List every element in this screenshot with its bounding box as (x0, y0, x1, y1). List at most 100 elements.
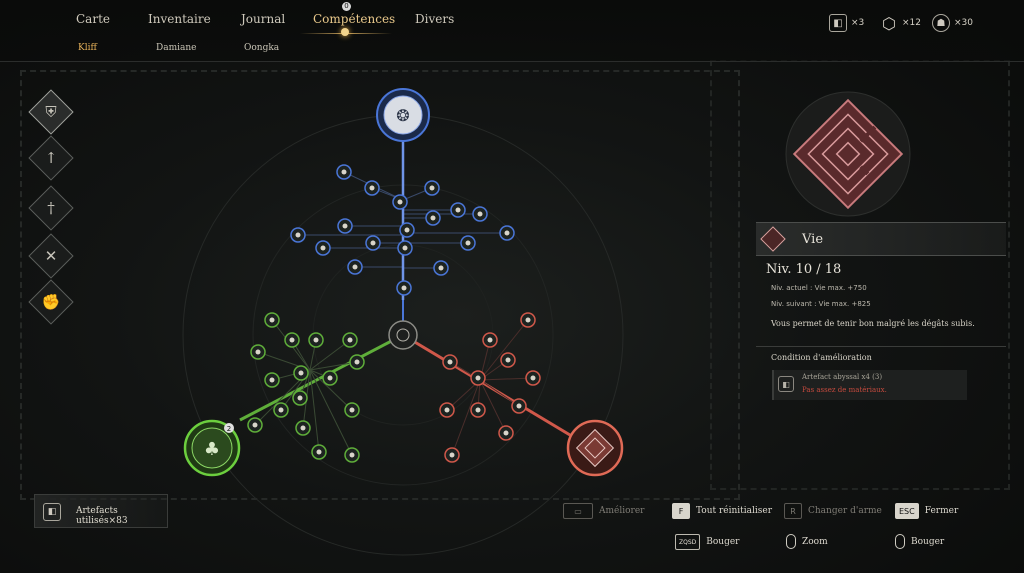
artefacts-used: ◧ Artefacts utilisés×83 (34, 494, 168, 528)
tab-competences[interactable]: Compétences (313, 12, 396, 26)
hint-bouger-mouse[interactable]: Bouger (895, 534, 944, 549)
mouse-wheel-icon (786, 534, 796, 549)
skill-level: Niv. 10 / 18 (766, 262, 842, 277)
skill-node-glyph (369, 185, 375, 191)
subtab-kliff[interactable]: Kliff (78, 43, 97, 53)
shield-icon: ⛨ (45, 103, 57, 121)
skill-node-glyph (278, 407, 284, 413)
skill-node-glyph (444, 407, 450, 413)
currency-count: ×30 (954, 18, 973, 28)
decorative-border (20, 70, 740, 500)
notification-badge: 0 (342, 2, 351, 11)
skill-node-glyph (455, 207, 461, 213)
hint-ameliorer[interactable]: ▭ Améliorer (563, 503, 644, 519)
artefacts-used-label: Artefacts utilisés×83 (76, 506, 128, 526)
currency-beast: ☗ ×30 (932, 14, 973, 32)
currency-cube: ⬡ ×12 (880, 14, 921, 33)
material-name: Artefact abyssal x4 (3) (802, 373, 883, 381)
currency-artefact: ◧ ×3 (829, 14, 864, 32)
skill-node-glyph (404, 227, 410, 233)
currency-count: ×12 (902, 18, 921, 28)
skill-node-glyph (297, 395, 303, 401)
hint-label: Bouger (706, 537, 740, 547)
artefact-icon: ◧ (829, 14, 847, 32)
skill-node-glyph (320, 245, 326, 251)
skill-node-glyph (505, 357, 511, 363)
top-navigation: Carte Inventaire Journal Compétences Div… (0, 0, 1024, 62)
tab-carte[interactable]: Carte (76, 12, 110, 26)
skill-node-glyph (349, 407, 355, 413)
skill-node-glyph (429, 185, 435, 191)
esc-key: ESC (895, 503, 919, 519)
beast-head-icon: ☗ (932, 14, 950, 32)
artefact-icon: ◧ (43, 503, 61, 521)
condition-label: Condition d'amélioration (771, 353, 872, 362)
subtab-damiane[interactable]: Damiane (156, 43, 197, 53)
next-level-stat: Niv. suivant : Vie max. +825 (771, 300, 871, 308)
required-material: ◧ Artefact abyssal x4 (3) Pas assez de m… (772, 370, 967, 400)
skill-node-glyph (401, 285, 407, 291)
artefact-icon: ◧ (778, 376, 794, 392)
skill-node-glyph (397, 199, 403, 205)
skill-node-glyph (487, 337, 493, 343)
f-key: F (672, 503, 690, 519)
skill-node-glyph (370, 240, 376, 246)
skill-node-glyph (269, 377, 275, 383)
skill-node-glyph (347, 337, 353, 343)
hint-changer-arme[interactable]: R Changer d'arme (784, 503, 882, 519)
subtab-oongka[interactable]: Oongka (244, 43, 280, 53)
skill-node-glyph (341, 169, 347, 175)
hint-zoom[interactable]: Zoom (786, 534, 828, 549)
green-badge: 2 (227, 425, 231, 433)
hint-label: Zoom (802, 536, 828, 547)
material-warning: Pas assez de matériaux. (802, 386, 887, 394)
skill-node-glyph (504, 230, 510, 236)
skill-header: Vie (756, 222, 1006, 256)
skill-node-glyph (316, 449, 322, 455)
skill-node-glyph (269, 317, 275, 323)
hint-fermer[interactable]: ESC Fermer (895, 503, 958, 519)
skill-detail-panel: Vie Niv. 10 / 18 Niv. actuel : Vie max. … (756, 222, 1006, 412)
skill-node-glyph (354, 359, 360, 365)
skill-node-glyph (530, 375, 536, 381)
mouse-icon (895, 534, 905, 549)
hint-label: Bouger (911, 536, 945, 547)
hint-tout-reinitialiser[interactable]: F Tout réinitialiser (672, 503, 772, 519)
hint-label: Fermer (924, 506, 959, 516)
skill-node-glyph (252, 422, 258, 428)
hint-label: Améliorer (599, 506, 645, 516)
currency-count: ×3 (851, 18, 865, 28)
skill-node-glyph (438, 265, 444, 271)
hint-label: Tout réinitialiser (696, 506, 773, 516)
skill-node-glyph (475, 375, 481, 381)
skill-node-glyph (449, 452, 455, 458)
svg-text:❂: ❂ (396, 106, 409, 125)
skill-node-glyph (447, 359, 453, 365)
sword-icon: † (47, 199, 55, 217)
skill-node-glyph (298, 370, 304, 376)
hint-bouger-keys[interactable]: ZQSD Bouger (675, 534, 739, 550)
upgrade-key-icon: ▭ (563, 503, 593, 519)
skill-node-glyph (327, 375, 333, 381)
crossed-blades-icon: ✕ (44, 247, 58, 265)
tab-journal[interactable]: Journal (241, 12, 286, 26)
skill-node-glyph (349, 452, 355, 458)
skill-description: Vous permet de tenir bon malgré les dégâ… (771, 319, 975, 328)
skill-node-glyph (516, 403, 522, 409)
active-tab-indicator (341, 28, 349, 36)
tab-inventaire[interactable]: Inventaire (148, 12, 211, 26)
skill-node-glyph (255, 349, 261, 355)
tab-divers[interactable]: Divers (415, 12, 455, 26)
skill-node-glyph (295, 232, 301, 238)
skill-node-glyph (300, 425, 306, 431)
skill-node-glyph (430, 215, 436, 221)
hint-label: Changer d'arme (808, 506, 882, 516)
skill-node-glyph (313, 337, 319, 343)
svg-text:♣: ♣ (204, 439, 220, 460)
skill-node-glyph (289, 337, 295, 343)
skill-node-glyph (503, 430, 509, 436)
maze-emblem-icon (760, 226, 786, 252)
skill-node-glyph (477, 211, 483, 217)
skill-node-glyph (342, 223, 348, 229)
